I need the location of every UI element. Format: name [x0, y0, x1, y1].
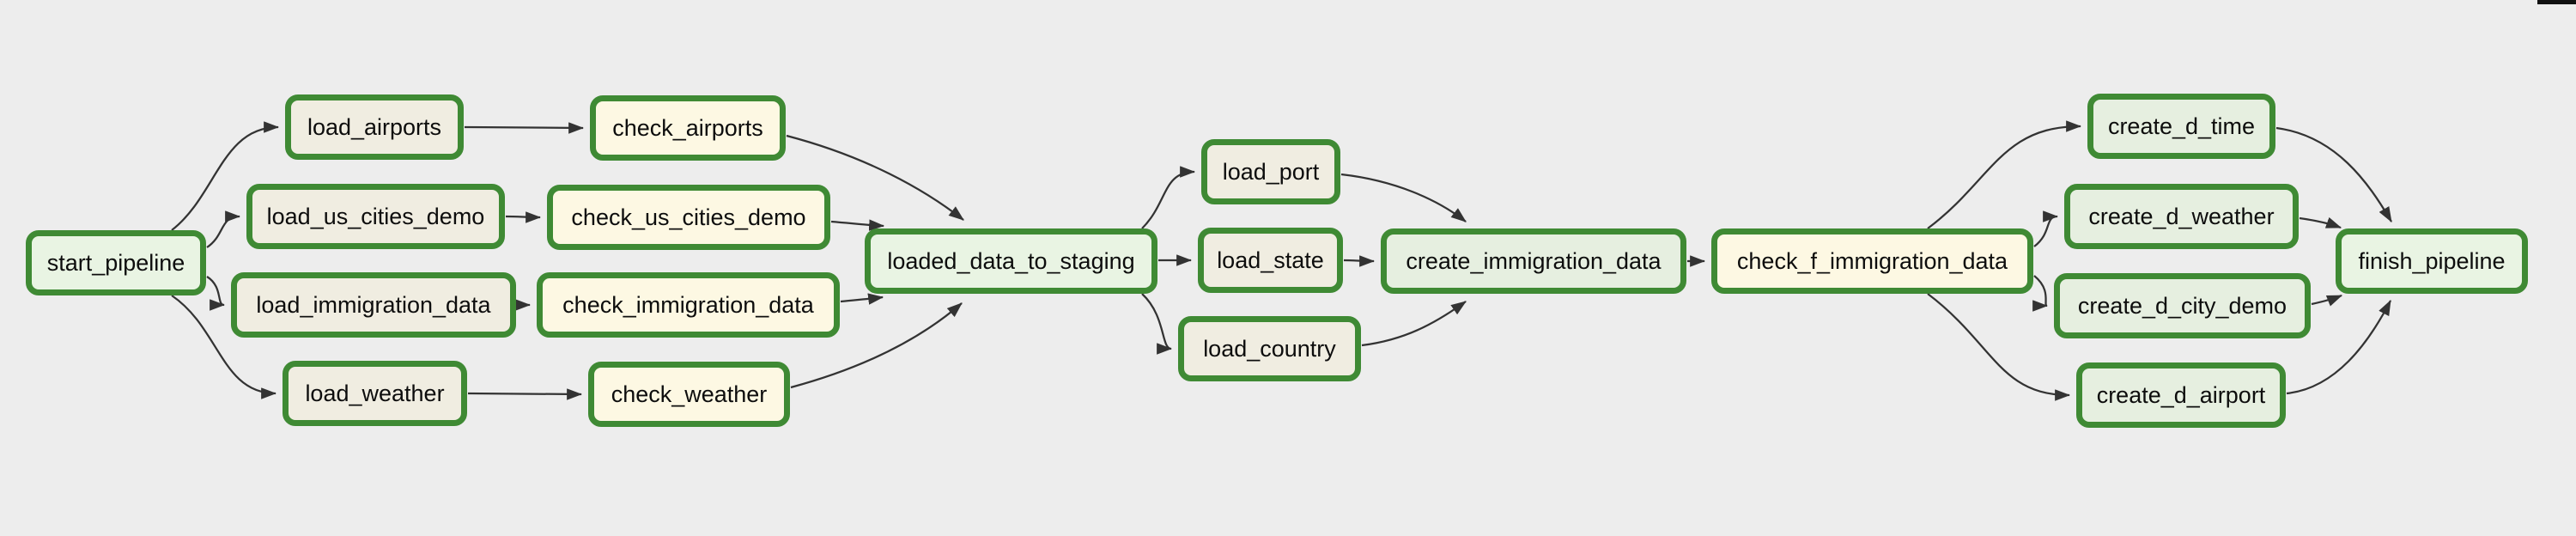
task-node-load_weather[interactable]: load_weather — [283, 361, 467, 426]
edge-check_immigration_data-to-loaded_data_to_staging — [840, 293, 884, 305]
task-label: load_airports — [307, 113, 442, 140]
edge-check_f_immigration_data-to-create_d_time — [1927, 120, 2082, 229]
task-label: start_pipeline — [46, 249, 185, 276]
edge-check_f_immigration_data-to-create_d_weather — [2033, 210, 2059, 247]
task-node-check_us_cities_demo[interactable]: check_us_cities_demo — [547, 185, 830, 250]
task-label: load_port — [1222, 158, 1320, 185]
task-label: create_immigration_data — [1406, 247, 1662, 274]
edge-start_pipeline-to-load_us_cities_demo — [206, 210, 241, 248]
edge-load_us_cities_demo-to-check_us_cities_demo — [505, 211, 542, 223]
task-node-loaded_data_to_staging[interactable]: loaded_data_to_staging — [865, 228, 1157, 294]
task-node-check_weather[interactable]: check_weather — [588, 362, 790, 427]
task-label: load_immigration_data — [256, 291, 491, 318]
task-node-load_airports[interactable]: load_airports — [285, 94, 464, 160]
task-node-load_country[interactable]: load_country — [1178, 316, 1361, 381]
edge-load_port-to-create_immigration_data — [1340, 173, 1467, 222]
edge-start_pipeline-to-load_airports — [171, 121, 280, 231]
edge-load_state-to-create_immigration_data — [1343, 255, 1376, 267]
edge-load_weather-to-check_weather — [467, 388, 583, 400]
edge-start_pipeline-to-load_immigration_data — [206, 276, 226, 311]
task-node-check_f_immigration_data[interactable]: check_f_immigration_data — [1711, 228, 2033, 294]
task-label: check_us_cities_demo — [571, 204, 806, 230]
screen-corner-artifact — [2537, 0, 2576, 4]
task-node-load_us_cities_demo[interactable]: load_us_cities_demo — [246, 184, 505, 249]
edge-check_f_immigration_data-to-create_d_city_demo — [2032, 275, 2049, 312]
task-label: create_d_city_demo — [2077, 292, 2287, 319]
edge-loaded_data_to_staging-to-load_port — [1141, 166, 1196, 229]
edge-check_f_immigration_data-to-create_d_airport — [1927, 293, 2071, 401]
task-label: finish_pipeline — [2358, 247, 2506, 274]
task-node-create_d_city_demo[interactable]: create_d_city_demo — [2054, 273, 2311, 338]
task-label: check_weather — [611, 381, 768, 407]
edge-check_us_cities_demo-to-loaded_data_to_staging — [830, 219, 885, 231]
edge-create_d_city_demo-to-finish_pipeline — [2311, 294, 2343, 307]
edge-check_airports-to-loaded_data_to_staging — [786, 134, 964, 221]
task-node-check_immigration_data[interactable]: check_immigration_data — [537, 272, 840, 338]
task-label: load_us_cities_demo — [266, 203, 485, 229]
task-label: create_d_weather — [2088, 203, 2275, 229]
task-label: load_state — [1217, 247, 1324, 273]
edge-start_pipeline-to-load_weather — [171, 295, 277, 399]
task-node-create_d_airport[interactable]: create_d_airport — [2076, 362, 2286, 428]
task-node-check_airports[interactable]: check_airports — [590, 95, 786, 161]
edge-create_d_weather-to-finish_pipeline — [2299, 216, 2342, 229]
task-label: check_airports — [612, 114, 763, 141]
task-node-load_state[interactable]: load_state — [1198, 228, 1343, 293]
task-node-load_port[interactable]: load_port — [1201, 139, 1340, 204]
task-node-create_d_time[interactable]: create_d_time — [2087, 94, 2275, 159]
task-label: load_weather — [305, 380, 445, 406]
task-node-create_d_weather[interactable]: create_d_weather — [2064, 184, 2299, 249]
task-node-start_pipeline[interactable]: start_pipeline — [26, 230, 206, 295]
edge-create_d_airport-to-finish_pipeline — [2286, 300, 2391, 395]
task-label: check_f_immigration_data — [1736, 247, 2008, 274]
task-node-finish_pipeline[interactable]: finish_pipeline — [2336, 228, 2528, 294]
edge-check_weather-to-loaded_data_to_staging — [790, 302, 963, 389]
edge-load_country-to-create_immigration_data — [1361, 301, 1467, 347]
task-label: loaded_data_to_staging — [887, 247, 1135, 274]
task-label: create_d_time — [2107, 113, 2256, 139]
task-node-create_immigration_data[interactable]: create_immigration_data — [1381, 228, 1686, 294]
task-label: load_country — [1203, 335, 1336, 362]
task-label: create_d_airport — [2096, 381, 2266, 408]
edge-create_d_time-to-finish_pipeline — [2275, 126, 2392, 222]
edge-load_airports-to-check_airports — [464, 122, 585, 134]
task-node-load_immigration_data[interactable]: load_immigration_data — [231, 272, 516, 338]
task-label: check_immigration_data — [562, 291, 814, 318]
edge-loaded_data_to_staging-to-load_country — [1141, 293, 1173, 355]
